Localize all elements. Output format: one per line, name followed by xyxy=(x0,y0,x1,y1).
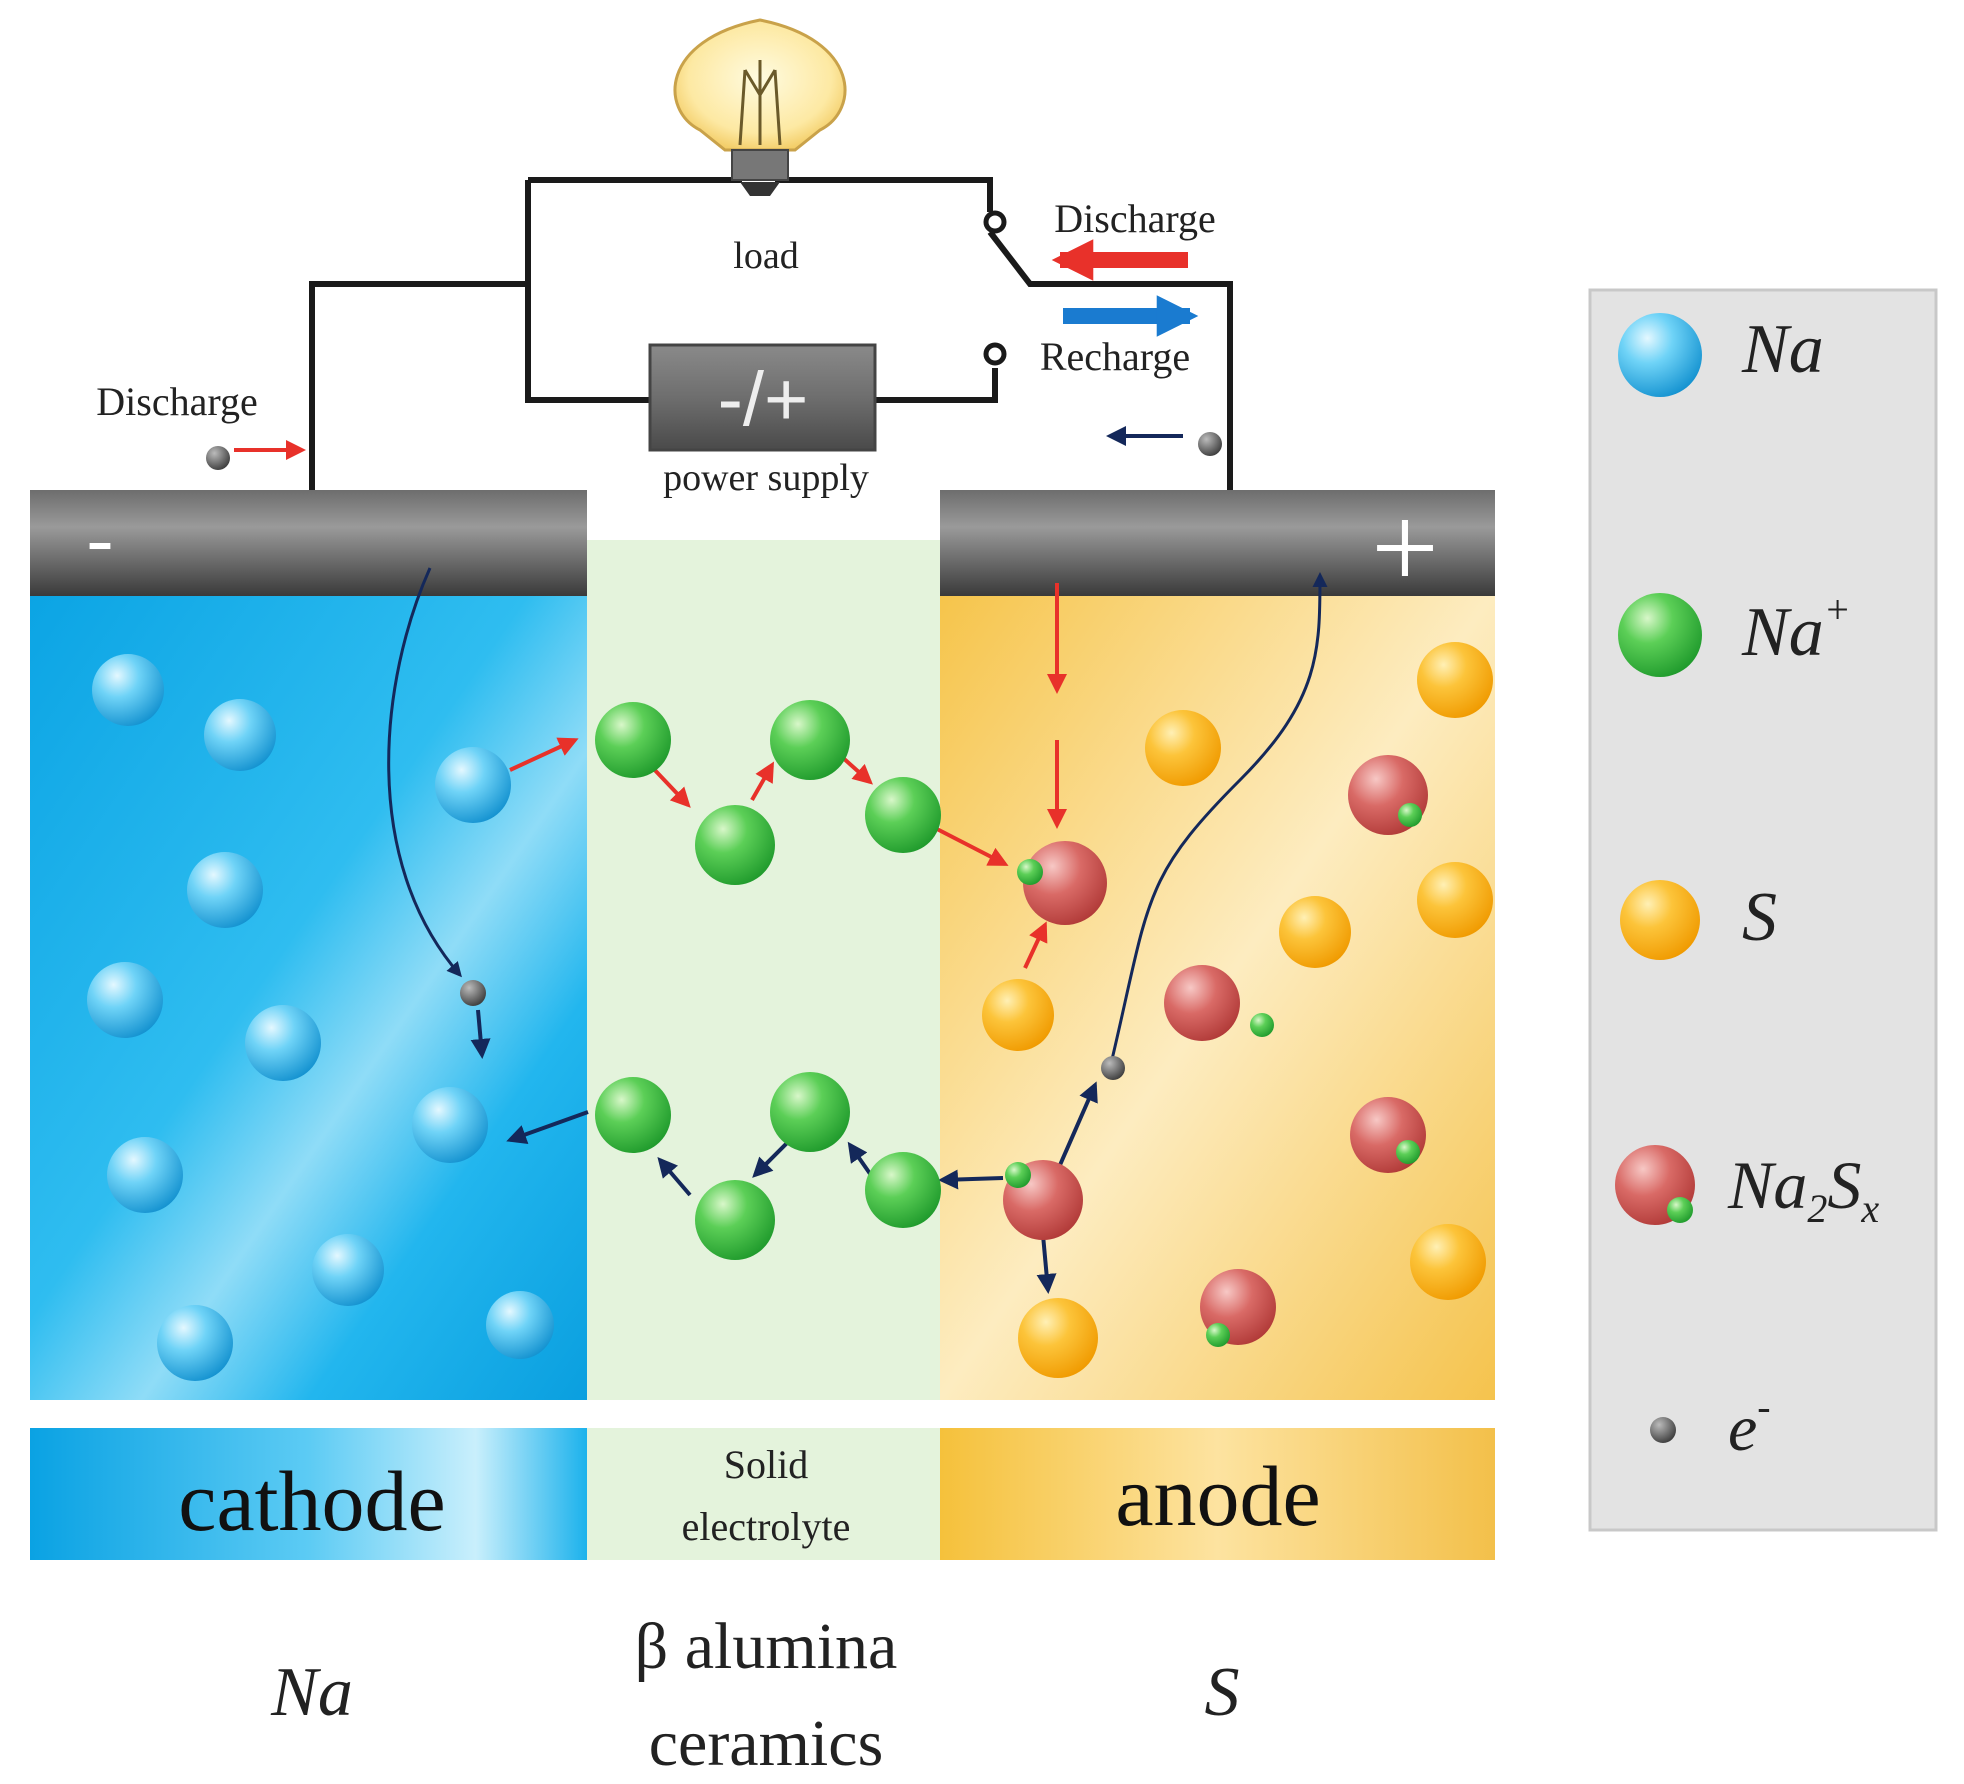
electrolyte-region xyxy=(587,540,940,1400)
electrolyte-material-line2: ceramics xyxy=(649,1707,884,1780)
electron-left xyxy=(206,446,230,470)
cathode-label-bar xyxy=(30,1428,587,1560)
cathode-label: cathode xyxy=(178,1453,445,1549)
power-supply-label: power supply xyxy=(663,457,869,499)
s-particles xyxy=(982,642,1493,1378)
na-plus-particles xyxy=(595,700,941,1260)
legend-na-swatch xyxy=(1618,313,1702,397)
electrolyte-label-bar xyxy=(587,1428,940,1560)
switch-contact-bottom xyxy=(983,342,1007,366)
light-bulb-icon xyxy=(673,18,847,196)
discharge-ion-arrows xyxy=(509,583,1067,969)
cathode-material: Na xyxy=(270,1654,353,1731)
discharge-label-right: Discharge xyxy=(1054,196,1215,241)
electron-path-cathode xyxy=(387,567,462,978)
legend-na2sx-swatch-ion xyxy=(1667,1197,1693,1223)
electrolyte-material-line1: β alumina xyxy=(635,1610,898,1683)
power-supply-box xyxy=(648,343,877,452)
electron-cathode xyxy=(460,980,486,1006)
circuit-wires xyxy=(309,177,1233,490)
na2sx-particles xyxy=(1003,755,1428,1347)
negative-electrode xyxy=(30,490,587,596)
na-particles xyxy=(87,654,554,1381)
legend-s-label: S xyxy=(1742,879,1777,956)
recharge-label: Recharge xyxy=(1040,334,1190,379)
positive-sign: + xyxy=(1371,481,1439,614)
switch-contact-top xyxy=(983,210,1007,234)
anode-material: S xyxy=(1205,1654,1240,1731)
load-label: load xyxy=(733,235,798,277)
electron-path-anode xyxy=(1108,572,1328,1069)
negative-sign: - xyxy=(87,495,114,583)
legend-na-plus-swatch xyxy=(1618,593,1702,677)
electron-anode xyxy=(1101,1056,1125,1080)
anode-label: anode xyxy=(1115,1448,1320,1544)
legend-electron-label: e- xyxy=(1728,1384,1771,1465)
legend-na-label: Na xyxy=(1741,311,1824,388)
legend: Na Na+ S Na2Sx e- xyxy=(1588,288,1938,1532)
legend-na2sx-label: Na2Sx xyxy=(1727,1147,1879,1231)
anode-label-bar xyxy=(940,1428,1495,1560)
electron-right xyxy=(1198,432,1222,456)
power-supply-sign: -/+ xyxy=(718,357,809,442)
discharge-label-left: Discharge xyxy=(96,379,257,424)
legend-s-swatch xyxy=(1620,880,1700,960)
legend-na-plus-label: Na+ xyxy=(1741,587,1851,671)
electrolyte-label-line2: electrolyte xyxy=(682,1504,851,1549)
electrolyte-label-line1: Solid xyxy=(724,1442,808,1487)
positive-electrode xyxy=(940,490,1495,596)
legend-electron-swatch xyxy=(1650,1417,1676,1443)
recharge-ion-arrows xyxy=(470,1009,1098,1294)
